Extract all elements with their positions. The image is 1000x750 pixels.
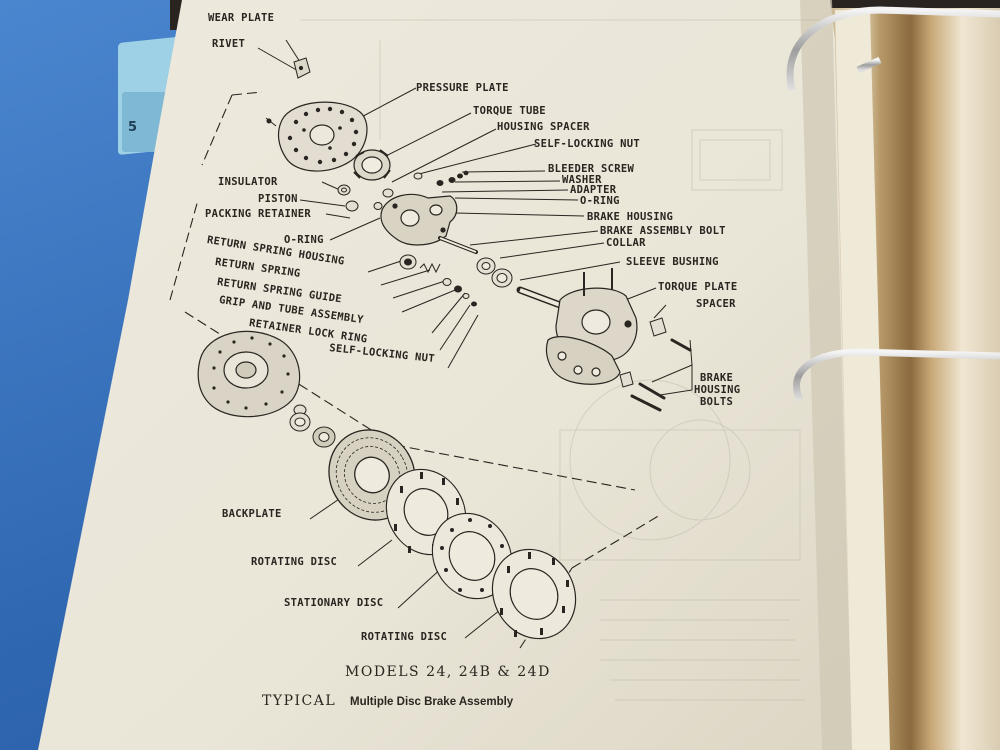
label-o-ring-right: O-RING [580, 195, 620, 207]
label-bleeder-screw: BLEEDER SCREW [548, 163, 635, 175]
label-spacer: SPACER [696, 298, 736, 310]
label-bolts: BOLTS [700, 396, 734, 408]
label-stationary-disc: STATIONARY DISC [284, 597, 384, 609]
label-brake-assembly-bolt: BRAKE ASSEMBLY BOLT [600, 225, 726, 237]
wear-plate-part [293, 57, 311, 79]
caption-title: Multiple Disc Brake Assembly [350, 696, 514, 708]
label-adapter: ADAPTER [570, 184, 617, 196]
binder-ring-bottom [793, 348, 1000, 402]
label-washer: WASHER [562, 174, 602, 186]
label-rotating-disc-1: ROTATING DISC [251, 556, 338, 568]
label-torque-plate: TORQUE PLATE [658, 281, 738, 293]
label-sleeve-bushing: SLEEVE BUSHING [626, 256, 719, 268]
wheel-hub-part [197, 330, 301, 418]
brake-housing-part [380, 193, 458, 246]
brake-assembly-bolt-part [438, 236, 513, 288]
spacer-and-bolts-parts [619, 317, 692, 412]
small-hardware-parts [337, 170, 469, 212]
label-housing-spacer: HOUSING SPACER [497, 121, 590, 133]
rotating-disc-2-part [491, 548, 577, 640]
label-brake: BRAKE [700, 372, 734, 384]
label-packing-retainer: PACKING RETAINER [205, 208, 311, 220]
label-rivet: RIVET [212, 38, 246, 50]
binder-ring-top [786, 6, 1000, 91]
label-insulator: INSULATOR [218, 176, 278, 188]
return-spring-parts [399, 254, 477, 307]
stationary-disc-part [431, 512, 513, 600]
label-wear-plate: WEAR PLATE [208, 12, 275, 24]
page-spine-shadow [800, 0, 852, 750]
label-o-ring-left: O-RING [284, 234, 324, 246]
next-page-edge [835, 10, 890, 750]
label-housing: HOUSING [694, 384, 741, 396]
label-torque-tube: TORQUE TUBE [473, 105, 546, 117]
label-piston: PISTON [258, 193, 298, 205]
label-collar: COLLAR [606, 237, 646, 249]
label-pressure-plate: PRESSURE PLATE [416, 82, 509, 94]
caption-models: MODELS 24, 24B & 24D [345, 664, 551, 680]
rivet-part [265, 117, 277, 127]
divider-tab-number: 5 [128, 120, 138, 135]
label-rotating-disc-2: ROTATING DISC [361, 631, 448, 643]
torque-tube-part [353, 149, 391, 181]
label-brake-housing: BRAKE HOUSING [587, 211, 674, 223]
paper-sheet [38, 0, 852, 750]
caption-typical: TYPICAL [262, 693, 337, 709]
label-self-locking-nut-top: SELF-LOCKING NUT [534, 138, 640, 150]
label-backplate: BACKPLATE [222, 508, 282, 520]
hub-bearing-parts [289, 404, 336, 448]
bleed-through [300, 19, 820, 701]
torque-plate-part [516, 268, 638, 385]
pressure-plate-part [277, 101, 368, 172]
